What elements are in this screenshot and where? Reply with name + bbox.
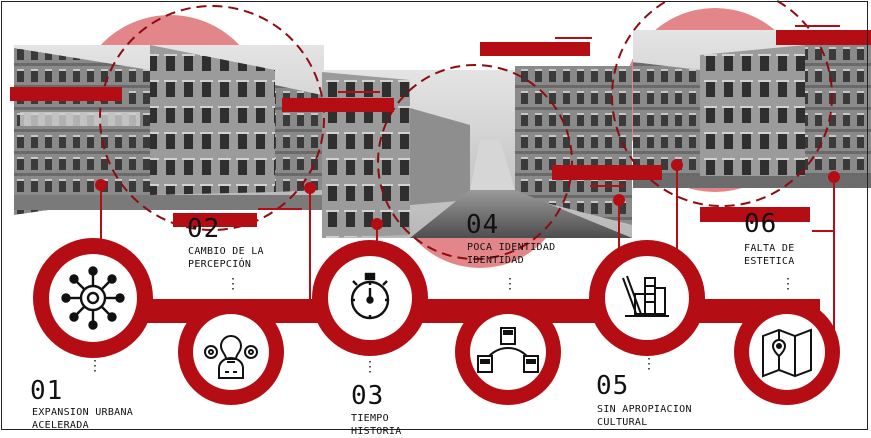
step-label-line: IDENTIDAD: [467, 255, 524, 266]
step-number-01: 01: [30, 376, 64, 406]
ellipsis-dots: ⋮: [781, 276, 796, 292]
city-pencil-icon: [622, 275, 669, 317]
thin-accent-lines: [258, 25, 840, 232]
urban-expansion-icon: [61, 266, 125, 330]
step-label-line: POCA IDENTIDAD: [467, 242, 556, 253]
ellipsis-dots: ⋮: [88, 358, 103, 374]
step-label-line: CULTURAL: [597, 417, 648, 428]
step-number-04: 04: [466, 210, 500, 240]
step-label-02: CAMBIO DE LA PERCEPCIÓN: [188, 245, 264, 271]
step-label-line: CAMBIO DE LA: [188, 246, 264, 257]
ellipsis-dots: ⋮: [363, 359, 378, 375]
step-label-line: EXPANSION URBANA: [32, 407, 134, 418]
step-label-line: SIN APROPIACION: [597, 404, 692, 415]
step-number-02: 02: [187, 214, 221, 244]
step-label-04: POCA IDENTIDAD IDENTIDAD: [467, 241, 556, 267]
step-label-01: EXPANSION URBANA ACELERADA: [32, 406, 133, 432]
stopwatch-icon: [350, 272, 390, 320]
step-label-line: HISTORIA: [351, 426, 402, 437]
ellipsis-dots: ⋮: [226, 276, 241, 292]
step-label-06: FALTA DE ESTETICA: [744, 242, 795, 268]
step-label-05: SIN APROPIACION CULTURAL: [597, 403, 692, 429]
buildings-network-icon: [477, 327, 539, 373]
connectors: [95, 159, 840, 338]
ellipsis-dots: ⋮: [503, 276, 518, 292]
outer-border: [1, 1, 868, 430]
step-label-line: ACELERADA: [32, 420, 89, 431]
step-number-06: 06: [744, 209, 778, 239]
idea-gears-head-icon: [204, 335, 258, 379]
step-label-line: FALTA DE: [744, 243, 795, 254]
step-label-line: ESTETICA: [744, 256, 795, 267]
ellipsis-dots: ⋮: [642, 356, 657, 372]
step-label-03: TIEMPO HISTORIA: [351, 412, 402, 438]
step-label-line: PERCEPCIÓN: [188, 259, 252, 270]
step-number-05: 05: [596, 371, 630, 401]
red-label-bars: [10, 30, 871, 227]
step-number-03: 03: [351, 381, 385, 411]
step-label-line: TIEMPO: [351, 413, 389, 424]
dashed-circles: [99, 0, 833, 260]
map-pin-icon: [762, 328, 812, 378]
street-photo-3: [633, 30, 871, 188]
